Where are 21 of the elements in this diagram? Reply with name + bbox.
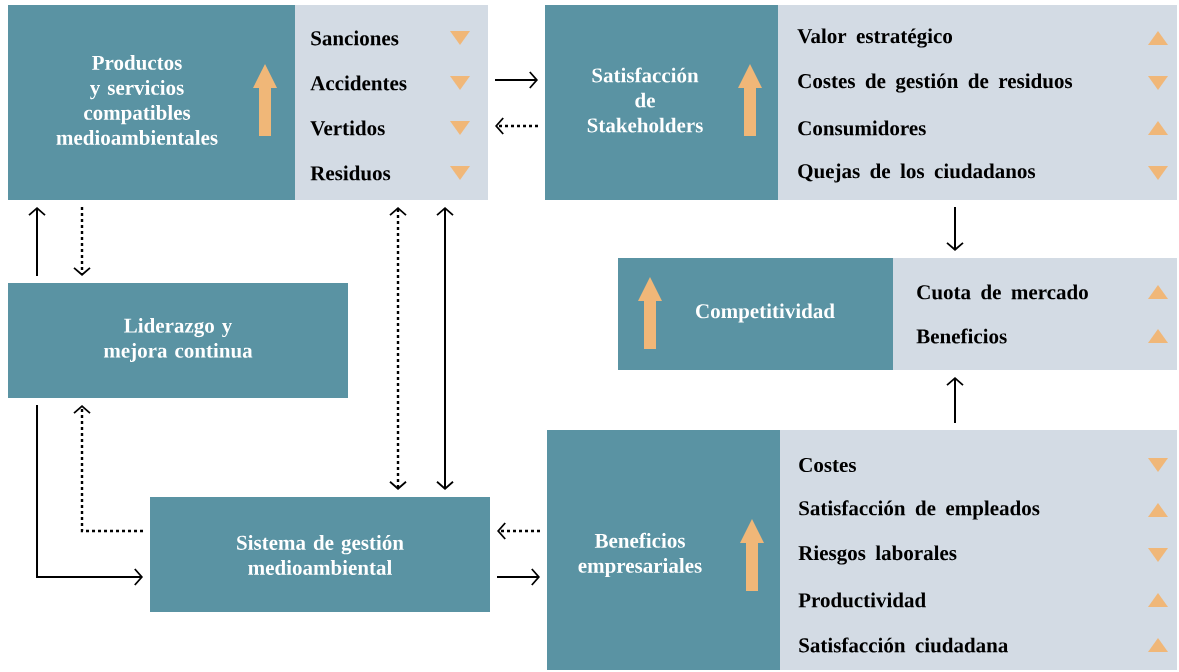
list-item: Accidentes [310,75,407,91]
list-item: Sanciones [311,30,399,46]
list-item: Vertidos [310,120,385,136]
box-title: Satisfacción de Stakeholders [587,67,703,133]
dotted-arrow [389,207,407,490]
arrow [28,207,46,277]
arrow [36,404,143,586]
dotted-arrow [495,117,538,135]
box-title: Beneficios empresariales [578,532,702,578]
dotted-arrow [73,207,91,276]
box-title: Competitividad [696,303,835,323]
arrow [946,206,964,251]
dotted-arrow [497,522,540,540]
list-item: Residuos [310,165,391,181]
box-title: Liderazgo y mejora continua [103,318,253,362]
dotted-arrow [73,405,143,533]
arrow [436,207,454,490]
arrow [496,568,540,586]
arrow [946,377,964,424]
arrow [494,71,538,89]
box-title: Sistema de gestión medioambiental [237,535,404,575]
